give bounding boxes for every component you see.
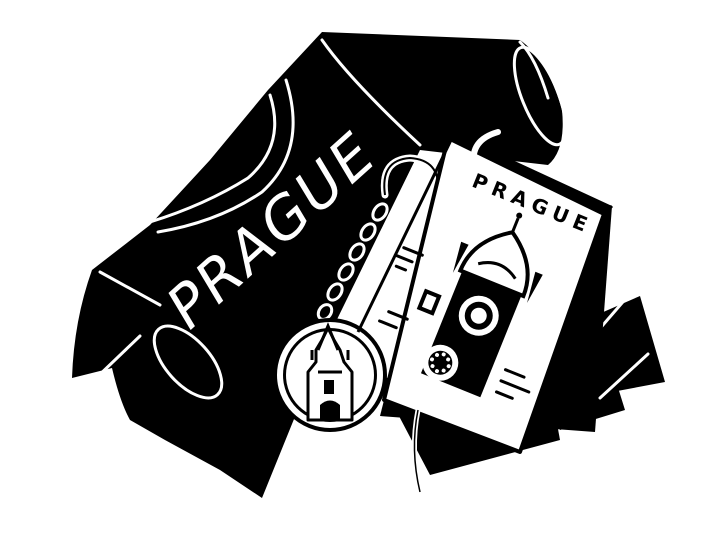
keychain-icon [273,154,442,432]
astronomical-clock-tower-icon [378,212,543,400]
castle-tower-icon [306,322,354,422]
